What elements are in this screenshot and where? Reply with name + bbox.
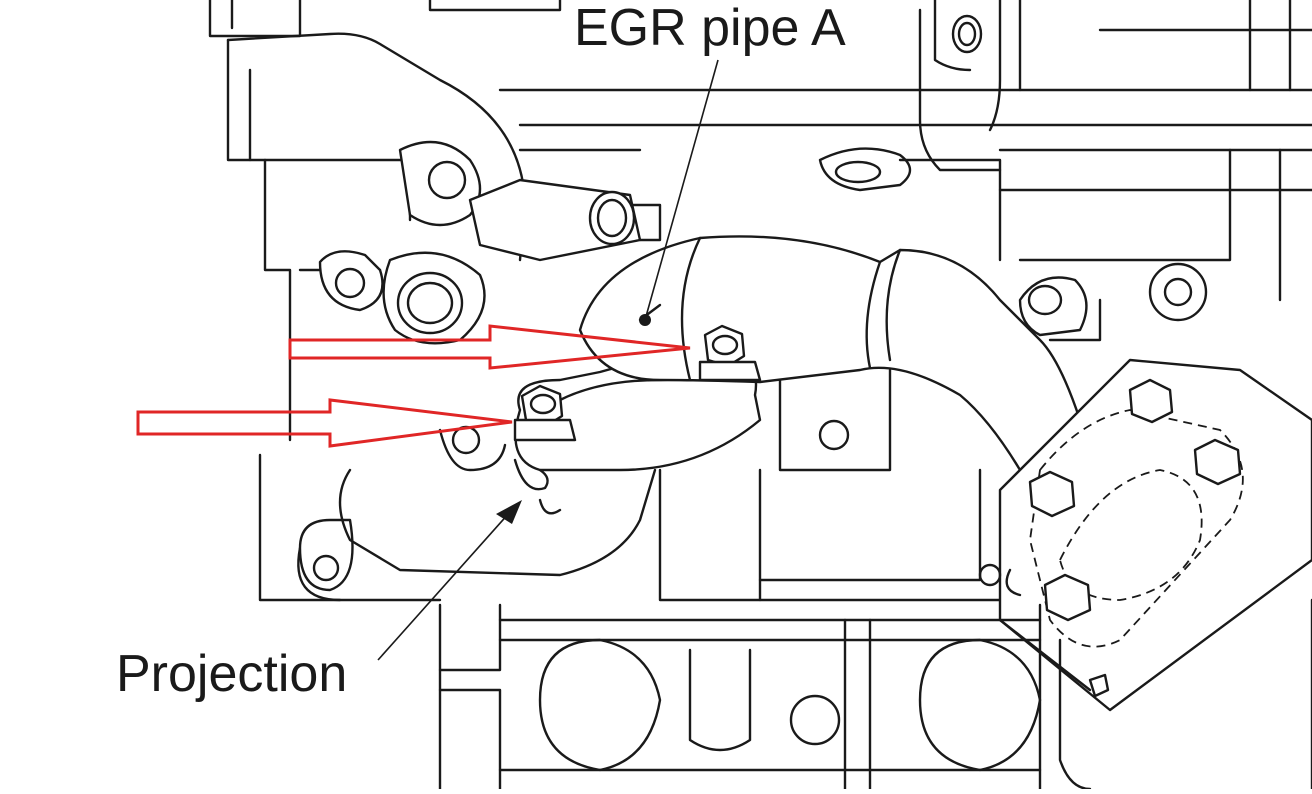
bolt-lower bbox=[513, 384, 577, 442]
lower-housing bbox=[258, 425, 657, 602]
egr-adapter-plate bbox=[978, 358, 1312, 712]
projection-arrow-head bbox=[496, 500, 522, 524]
egr-pipe-a bbox=[514, 235, 1082, 472]
egr-pipe-a-label: EGR pipe A bbox=[574, 0, 846, 57]
projection-label: Projection bbox=[116, 645, 348, 703]
bolt-upper bbox=[698, 324, 762, 382]
engine-block-upper bbox=[208, 0, 1312, 302]
highlight-arrows bbox=[136, 324, 691, 448]
red-arrow-lower bbox=[136, 398, 513, 448]
water-outlet-housing bbox=[226, 32, 662, 442]
leader-lines bbox=[377, 59, 719, 661]
red-arrow-upper bbox=[288, 324, 691, 370]
right-boss bbox=[1018, 262, 1208, 342]
intake-runners bbox=[438, 598, 1312, 791]
